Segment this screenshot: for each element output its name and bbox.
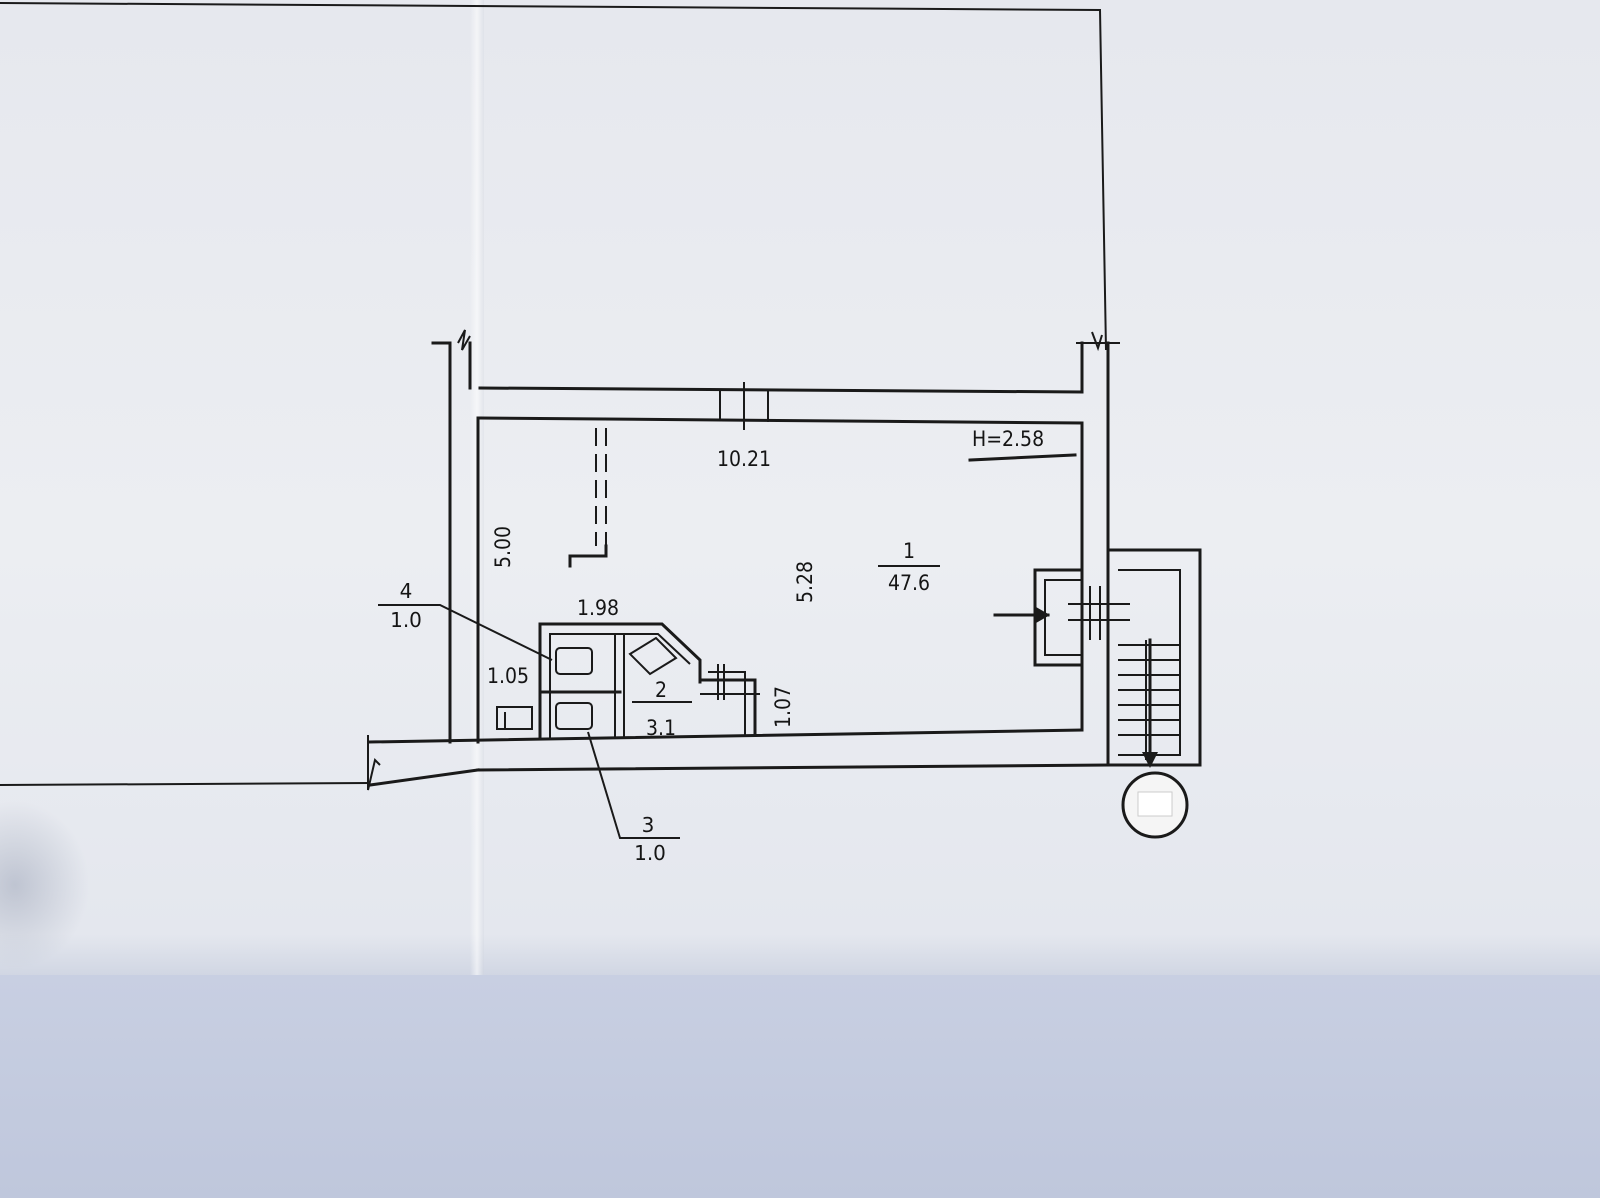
bottom-wall-outer bbox=[476, 763, 1110, 772]
bottom-wall-join bbox=[368, 768, 480, 787]
dimension-depth-left: 5.00 bbox=[491, 526, 515, 568]
dimension-bath-depth: 1.05 bbox=[487, 664, 529, 688]
marker-circle bbox=[1121, 771, 1189, 839]
break-mark-left-top bbox=[457, 329, 471, 351]
room3-number: 3 bbox=[642, 813, 655, 837]
dimension-length-top: 10.21 bbox=[717, 447, 771, 471]
room4-number: 4 bbox=[400, 579, 413, 603]
bathroom-block bbox=[496, 622, 760, 740]
room3-area: 1.0 bbox=[634, 841, 666, 865]
break-mark-left-bottom bbox=[367, 735, 381, 791]
left-wall-outer bbox=[431, 341, 452, 744]
bottom-wall-inner bbox=[368, 728, 1084, 744]
ceiling-height-label: H=2.58 bbox=[972, 427, 1044, 451]
window-top bbox=[719, 382, 769, 430]
staircase bbox=[1106, 548, 1202, 768]
building-outline-bottom-left bbox=[0, 782, 371, 786]
top-wall-inner bbox=[478, 416, 1084, 425]
dimension-corridor-depth: 1.07 bbox=[771, 686, 795, 728]
break-mark-right-zig bbox=[1091, 331, 1103, 352]
toilet-icon bbox=[555, 702, 593, 730]
building-outline-top bbox=[0, 2, 1107, 351]
lower-background bbox=[0, 975, 1600, 1198]
partition-dashed bbox=[568, 428, 608, 568]
room2-area: 3.1 bbox=[646, 716, 676, 740]
room3-leader bbox=[587, 731, 680, 839]
toilet-icon bbox=[555, 647, 593, 675]
sink-icon bbox=[628, 636, 678, 676]
room4-area: 1.0 bbox=[390, 608, 422, 632]
entrance bbox=[993, 568, 1130, 667]
shower-tray-icon bbox=[496, 706, 533, 730]
room2-number: 2 bbox=[655, 678, 667, 702]
room1-area: 47.6 bbox=[888, 571, 930, 595]
dimension-depth-inner: 5.28 bbox=[793, 561, 817, 603]
top-wall-outer bbox=[478, 386, 1084, 394]
room1-number: 1 bbox=[903, 539, 915, 563]
ceiling-height-underline bbox=[968, 453, 1077, 462]
dimension-bath-width: 1.98 bbox=[577, 596, 619, 620]
